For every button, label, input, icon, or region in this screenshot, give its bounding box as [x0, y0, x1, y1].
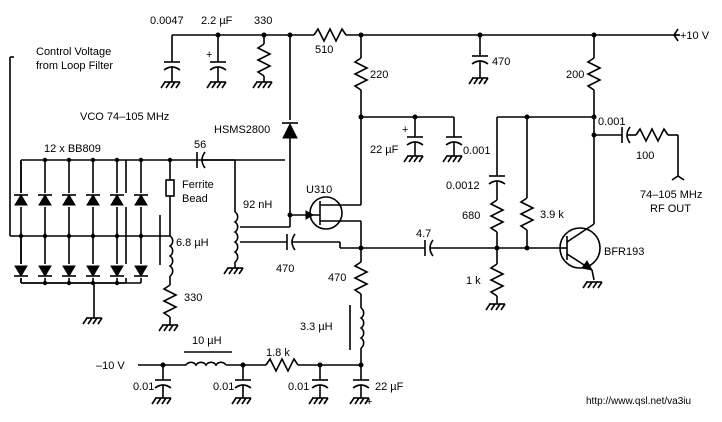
label-ind-92nh: 92 nH [243, 199, 272, 211]
label-cap-56: 56 [194, 139, 206, 151]
label-res-3-9k: 3.9 k [540, 209, 564, 221]
label-bjt-bfr193: BFR193 [604, 246, 644, 258]
res-200 [586, 35, 602, 215]
cap-470-top [468, 35, 489, 85]
label-rf-out-1: 74–105 MHz [640, 189, 702, 201]
label-control-voltage-2: from Loop Filter [36, 60, 113, 72]
label-cap-470-top: 470 [492, 56, 510, 68]
res-1k [485, 248, 506, 311]
bjt-bfr193 [559, 215, 603, 289]
label-cap-polarity-2: + [402, 124, 408, 136]
label-cap-00012: 0.0012 [446, 180, 480, 192]
cap-00012 [488, 116, 594, 200]
ferrite-bead [165, 160, 175, 236]
label-control-voltage-1: Control Voltage [36, 46, 111, 58]
label-res-1k: 1 k [466, 275, 481, 287]
inductor-3-3uh [349, 305, 365, 365]
cap-0047 [160, 35, 181, 89]
label-diode-hsms: HSMS2800 [214, 124, 270, 136]
res-220 [353, 35, 369, 195]
res-100 [635, 127, 685, 181]
cap-470-mid [286, 233, 361, 251]
res-680 [489, 199, 505, 248]
label-cap-0047: 0.0047 [150, 15, 184, 27]
label-vco-title: VCO 74–105 MHz [80, 111, 169, 123]
varactor-row-upper [13, 193, 149, 207]
label-cap-0001-out: 0.001 [598, 116, 626, 128]
label-jfet-u310: U310 [306, 184, 332, 196]
res-470-src [353, 248, 369, 308]
cap-001-a [151, 365, 172, 405]
cap-56 [196, 151, 236, 212]
label-cap-22uf-mid: 22 µF [370, 144, 399, 156]
cap-0001-mid [442, 117, 463, 163]
varactor-row-lower [13, 264, 149, 278]
label-cap-4-7: 4.7 [416, 228, 431, 240]
label-cap-470-mid: 470 [276, 263, 294, 275]
res-330-left [158, 284, 179, 332]
cap-4-7 [361, 239, 560, 257]
varactor-bank [9, 56, 285, 325]
label-ind-10uh: 10 µH [192, 335, 222, 347]
label-supply-neg: –10 V [96, 360, 125, 372]
label-res-330-left: 330 [184, 292, 202, 304]
source-url: http://www.qsl.net/va3iu [586, 396, 691, 407]
cap-22uf-mid [361, 116, 454, 163]
label-cap-001-a: 0.01 [133, 381, 154, 393]
label-varactor-bank: 12 x BB809 [44, 143, 101, 155]
res-330-top [252, 35, 273, 89]
supply-rail-positive [172, 27, 680, 43]
jfet-u310 [290, 195, 362, 248]
diode-hsms2800 [282, 35, 298, 215]
label-ferrite-1: Ferrite [182, 179, 214, 191]
label-res-330-top: 330 [254, 15, 272, 27]
cap-0001-out [594, 126, 636, 144]
label-res-1-8k: 1.8 k [266, 347, 290, 359]
label-res-100: 100 [636, 150, 654, 162]
label-ind-6-8uh: 6.8 µH [176, 237, 209, 249]
inductor-6-8uh [159, 215, 174, 285]
label-cap-polarity-3: + [366, 396, 372, 408]
label-res-470-src: 470 [328, 272, 346, 284]
label-res-200: 200 [566, 69, 584, 81]
label-res-510: 510 [315, 44, 333, 56]
label-cap-polarity-1: + [206, 49, 212, 61]
label-ferrite-2: Bead [182, 193, 208, 205]
cap-001-c [308, 365, 329, 405]
label-res-220: 220 [370, 69, 388, 81]
cap-2-2uf [206, 35, 227, 89]
label-cap-22uf-bot: 22 µF [375, 381, 404, 393]
cap-22uf-bot [349, 365, 370, 405]
label-cap-2-2uf: 2.2 µF [201, 15, 233, 27]
label-cap-0001-mid: 0.001 [463, 145, 491, 157]
label-cap-001-b: 0.01 [213, 381, 234, 393]
res-3-9k [519, 117, 535, 248]
label-rf-out-2: RF OUT [650, 203, 691, 215]
label-supply-pos: +10 V [680, 30, 710, 42]
label-cap-001-c: 0.01 [288, 381, 309, 393]
label-ind-3-3uh: 3.3 µH [300, 321, 333, 333]
label-res-680: 680 [462, 210, 480, 222]
cap-001-b [231, 365, 252, 405]
supply-rail-negative [138, 351, 361, 373]
